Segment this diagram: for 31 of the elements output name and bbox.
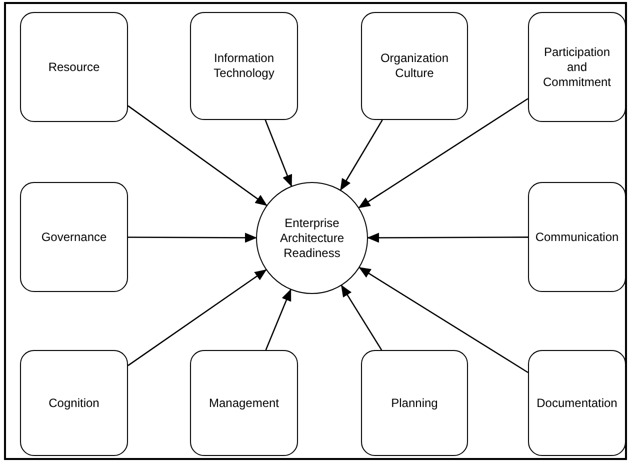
node-label: Documentation	[536, 396, 618, 410]
rounded-box	[20, 12, 128, 122]
arrow	[340, 120, 383, 191]
node-label: Participation and Commitment	[542, 44, 612, 90]
rounded-box	[190, 12, 298, 120]
arrow	[367, 232, 528, 243]
node-label: Organization Culture	[379, 51, 450, 81]
rounded-box	[528, 182, 626, 292]
arrow	[358, 267, 528, 374]
rounded-box	[528, 12, 626, 122]
node-label: Management	[208, 396, 280, 410]
arrow	[358, 98, 528, 208]
rounded-box	[528, 350, 626, 456]
rounded-box	[190, 350, 298, 456]
node-label: Governance	[41, 230, 107, 244]
node-label: Cognition	[48, 396, 100, 410]
node-label: Enterprise Architecture Readiness	[278, 216, 346, 260]
arrow	[128, 232, 257, 243]
arrow	[265, 288, 292, 350]
arrow	[128, 105, 268, 206]
node-label: Planning	[391, 396, 438, 410]
arrow	[128, 269, 267, 366]
rounded-box	[20, 182, 128, 292]
rounded-box	[361, 12, 468, 120]
node-label: Resource	[48, 60, 100, 74]
arrow	[264, 120, 292, 187]
node-label: Information Technology	[212, 51, 276, 81]
rounded-box	[20, 350, 128, 456]
rounded-box	[361, 350, 468, 456]
node-label: Communication	[535, 230, 619, 244]
arrow	[341, 284, 382, 350]
